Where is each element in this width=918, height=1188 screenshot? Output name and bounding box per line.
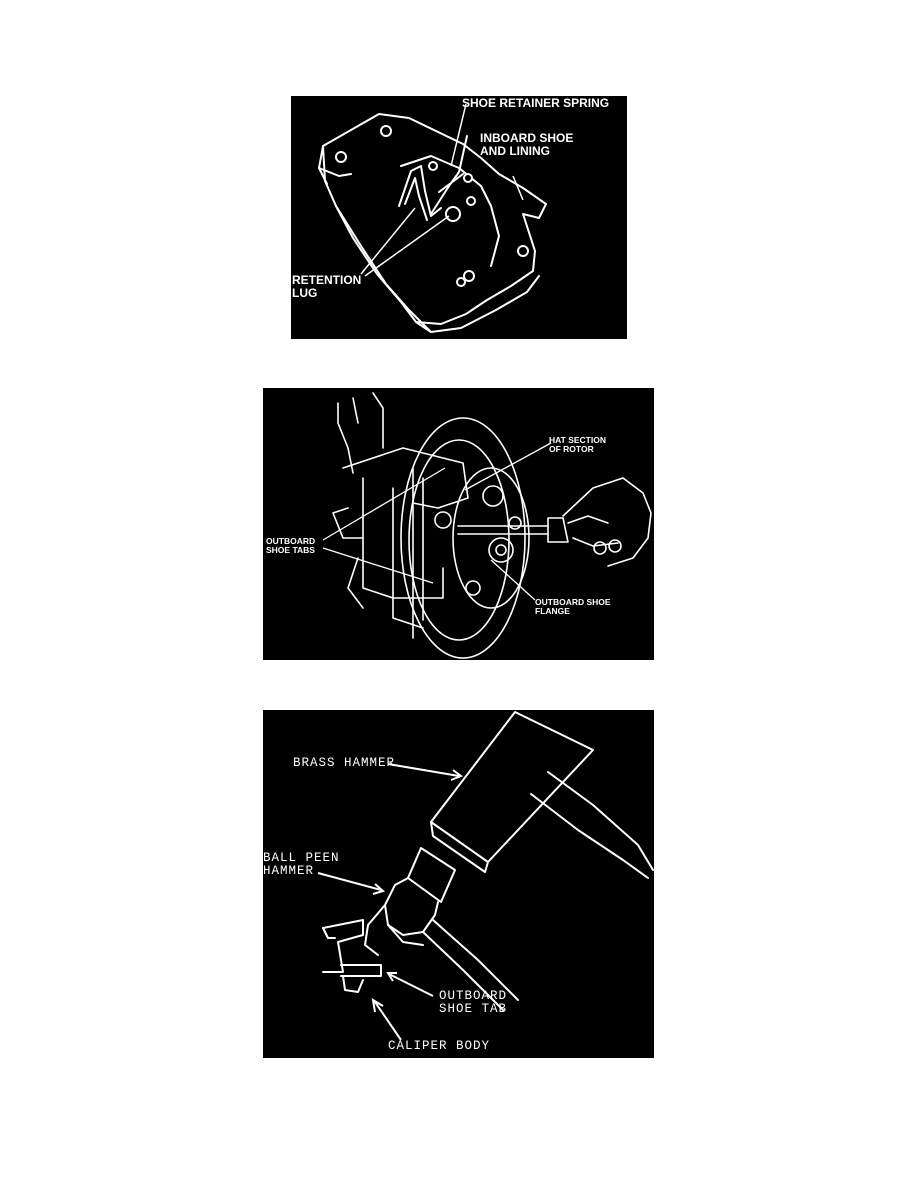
label-shoe-retainer-spring: SHOE RETAINER SPRING [462,96,610,110]
label-hat-section-of-rotor: HAT SECTION OF ROTOR [549,435,606,454]
label-outboard-shoe-flange: OUTBOARD SHOE FLANGE [535,597,611,616]
inboard-shoe-illustration [318,103,547,333]
hammer-illustration [317,711,654,1041]
rotor-caliper-illustration [322,392,652,659]
label-retention-lug: RETENTION LUG [292,273,362,300]
label-inboard-shoe-and-lining: INBOARD SHOE AND LINING [480,131,574,158]
label-brass-hammer: BRASS HAMMER [293,756,396,770]
label-caliper-body: CALIPER BODY [388,1039,491,1053]
figure-hammer-procedure: BRASS HAMMER BALL PEEN HAMMER OUTBOARD S… [263,710,654,1058]
label-ball-peen-hammer: BALL PEEN HAMMER [263,851,340,879]
figure-inboard-shoe: SHOE RETAINER SPRING INBOARD SHOE AND LI… [291,96,627,339]
figure-outboard-shoe-rotor: HAT SECTION OF ROTOR OUTBOARD SHOE TABS … [263,388,654,660]
label-outboard-shoe-tab: OUTBOARD SHOE TAB [439,989,508,1017]
label-outboard-shoe-tabs: OUTBOARD SHOE TABS [266,536,316,555]
